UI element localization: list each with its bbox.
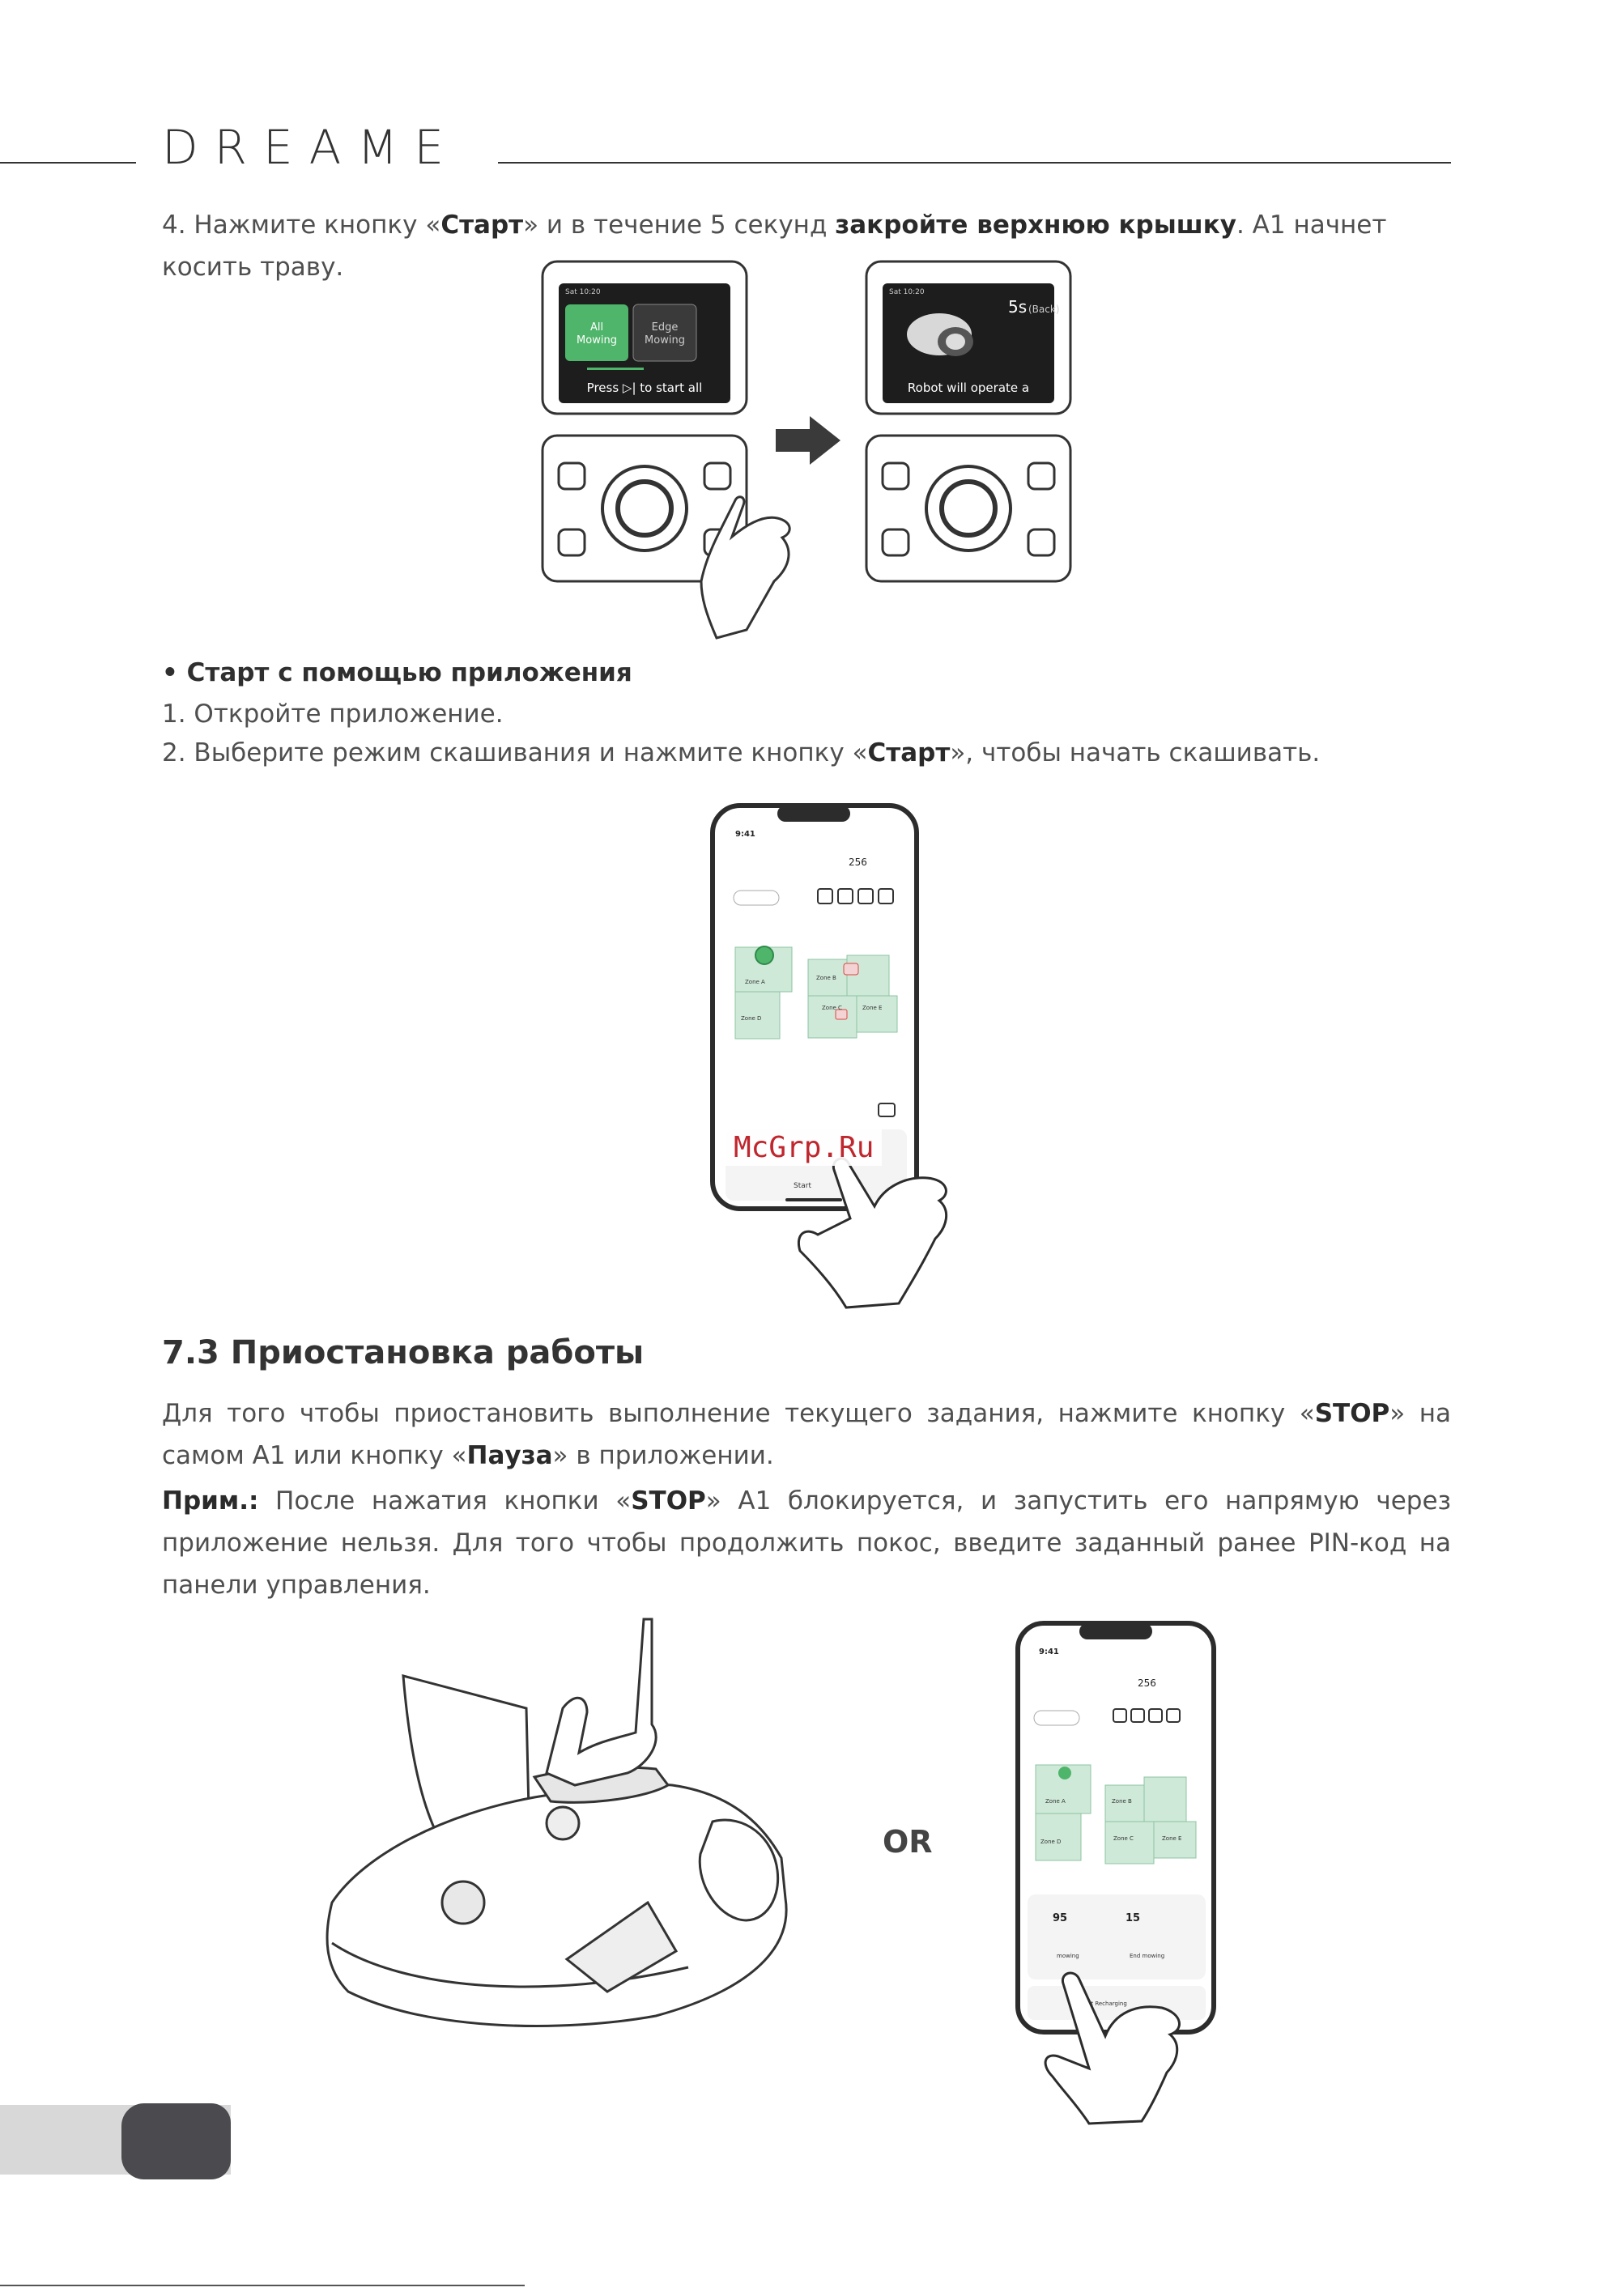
screen1-prompt: Press ▷| to start all [587, 381, 703, 395]
svg-text:Edge: Edge [652, 321, 679, 334]
control-panel-figure: Sat 10:20 All Mowing Edge Mowing Press ▷… [534, 257, 1077, 642]
phone-app-figure-2: 9:41 256 Zone A Zone B Zone C Zone D Zon… [1008, 1615, 1267, 2125]
svg-text:Zone D: Zone D [1040, 1839, 1061, 1845]
svg-text:Mowing: Mowing [645, 334, 685, 347]
screen1-status: Sat 10:20 [565, 288, 601, 296]
app-start-step1: 1. Откройте приложение. [162, 699, 504, 729]
screen2-status: Sat 10:20 [889, 288, 925, 296]
svg-text:Zone C: Zone C [1113, 1835, 1134, 1842]
screen2-countdown: 5s [1008, 297, 1027, 317]
section-7-3-note: Прим.: После нажатия кнопки «STOP» A1 бл… [162, 1486, 1451, 1600]
svg-text:256: 256 [1138, 1677, 1156, 1689]
svg-text:256: 256 [849, 857, 867, 868]
step4-text: 4. Нажмите кнопку «Старт» и в течение 5 … [162, 210, 1387, 282]
app-start-heading: • Старт с помощью приложения [162, 658, 632, 687]
dreame-logo: DREAME [162, 120, 460, 175]
screen2-back: (Back) [1028, 304, 1060, 315]
footer-rule [0, 2285, 525, 2286]
svg-text:Zone B: Zone B [816, 975, 836, 981]
page-tab-dark [121, 2103, 231, 2179]
phone2-stat-area: 95 [1053, 1912, 1067, 1924]
header-rule-right [498, 162, 1451, 164]
phone2-btn-right: End mowing [1130, 1953, 1164, 1959]
screen2-message: Robot will operate a [908, 381, 1029, 395]
section-7-3-title: 7.3 Приостановка работы [162, 1334, 645, 1371]
section-7-3-para1: Для того чтобы приостановить выполнение … [162, 1399, 1451, 1470]
svg-text:Zone A: Zone A [745, 979, 765, 985]
header-rule-left [0, 162, 136, 164]
phone2-btn-left: mowing [1057, 1953, 1079, 1959]
phone-app-figure-1: 9:41 256 Zone A Zone B Zone C Zone D Zon… [704, 797, 964, 1312]
svg-text:All: All [590, 321, 603, 334]
mower-illustration [308, 1611, 834, 2064]
app-start-step2: 2. Выберите режим скашивания и нажмите к… [162, 738, 1321, 767]
svg-text:Zone B: Zone B [1112, 1798, 1132, 1805]
or-label: OR [883, 1824, 933, 1860]
watermark: McGrp.Ru [726, 1129, 883, 1166]
phone2-stat-pct: 15 [1126, 1912, 1140, 1924]
phone2-btn-bottom: Start Recharging [1079, 2000, 1127, 2007]
phone1-start-label: Start [794, 1182, 811, 1190]
svg-text:Zone C: Zone C [822, 1005, 842, 1011]
svg-text:Zone A: Zone A [1045, 1798, 1066, 1805]
svg-text:Zone E: Zone E [1162, 1835, 1181, 1842]
svg-text:Mowing: Mowing [577, 334, 617, 347]
svg-text:Zone D: Zone D [741, 1015, 761, 1022]
svg-text:9:41: 9:41 [1039, 1648, 1059, 1656]
svg-text:Zone E: Zone E [862, 1005, 882, 1011]
svg-text:9:41: 9:41 [735, 830, 755, 839]
